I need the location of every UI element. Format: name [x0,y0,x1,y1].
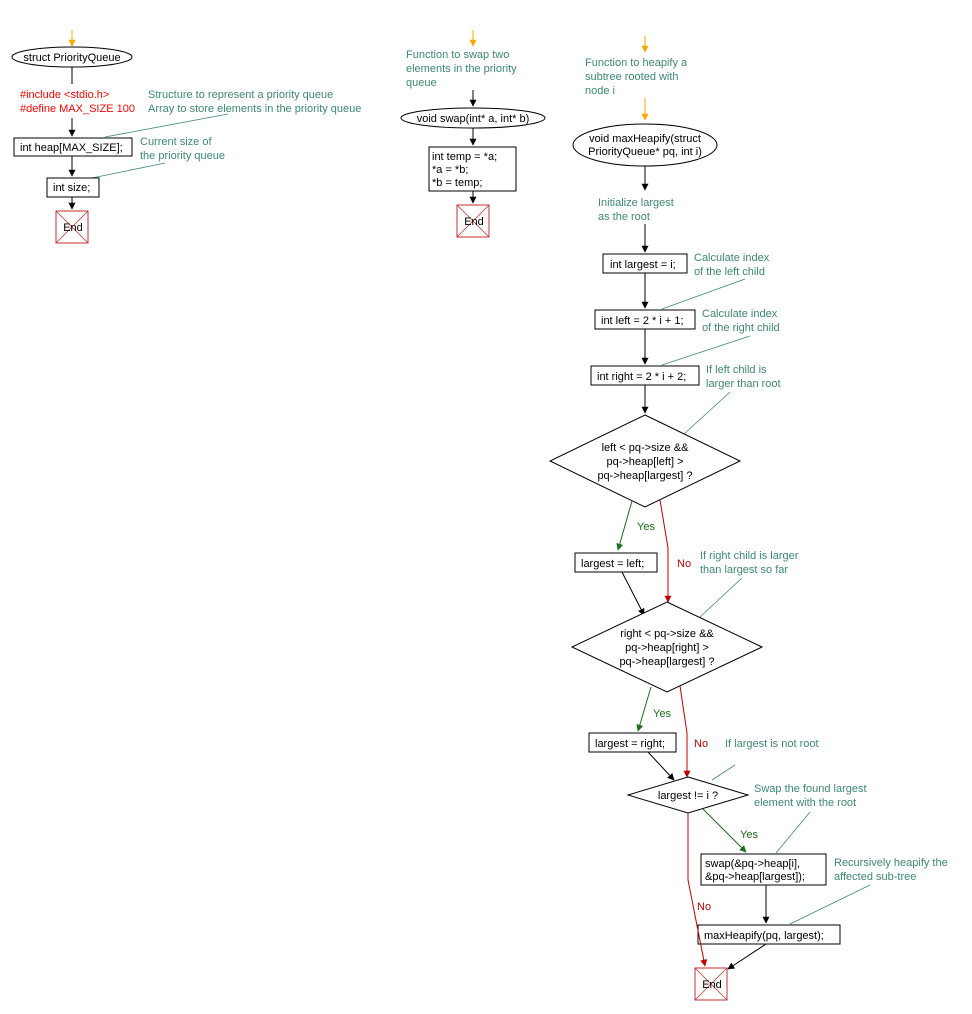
comment-largest-line-1: Initialize largest [598,197,674,209]
swap-comment-line-3: queue [406,77,437,89]
comment-cond1-line-2: larger than root [706,378,781,390]
swap-section: Function to swap two elements in the pri… [400,30,546,238]
heapify-section: Function to heapify a subtree rooted wit… [548,36,948,1001]
heap-declaration: int heap[MAX_SIZE]; [20,142,123,154]
comment-cond3: If largest is not root [725,738,819,750]
comment-swap-line-1: Swap the found largest [754,783,867,795]
swap-line-2: *a = *b; [432,164,468,176]
define-directive: #define MAX_SIZE 100 [20,103,135,115]
struct-start-label: struct PriorityQueue [23,52,120,64]
comment-right-line-1: Calculate index [702,308,778,320]
comment-struct-line-2: Array to store elements in the priority … [148,103,361,115]
swap-start-label: void swap(int* a, int* b) [417,113,530,125]
swap-call-line-1: swap(&pq->heap[i], [705,858,800,870]
largest-left: largest = left; [581,558,644,570]
heapify-start-label-line-2: PriorityQueue* pq, int i) [588,146,702,158]
recurse-call: maxHeapify(pq, largest); [704,930,824,942]
recurse-call-box [697,924,841,945]
largest-right: largest = right; [595,738,665,750]
swap-line-3: *b = temp; [432,177,482,189]
comment-cond2-line-2: than largest so far [700,564,788,576]
largest-right-box [588,732,677,753]
comment-recurse-line-2: affected sub-tree [834,871,916,883]
struct-section: struct PriorityQueue #include <stdio.h> … [11,30,361,244]
struct-end-label: End [63,222,83,234]
yes-label-2: Yes [653,708,671,720]
comment-size-line-1: Current size of [140,136,212,148]
comment-size-line-2: the priority queue [140,150,225,162]
swap-line-1: int temp = *a; [432,151,497,163]
no-label-1: No [677,558,691,570]
decision-right-child [570,601,764,693]
heapify-comment-line-1: Function to heapify a [585,57,688,69]
heap-declaration-box [13,137,133,157]
comment-swap-line-2: element with the root [754,797,856,809]
swap-call-box [700,853,827,886]
cond1-line-3: pq->heap[largest] ? [597,470,692,482]
comment-largest-line-2: as the root [598,211,650,223]
no-label-3: No [697,901,711,913]
comment-left-line-2: of the left child [694,266,765,278]
comment-left-line-1: Calculate index [694,252,770,264]
comment-right-line-2: of the right child [702,322,780,334]
comment-cond2-line-1: If right child is larger [700,550,799,562]
heapify-comment-line-3: node i [585,85,615,97]
heapify-end-label: End [702,979,722,991]
no-label-2: No [694,738,708,750]
cond2-line-1: right < pq->size && [620,628,714,640]
cond1-line-1: left < pq->size && [602,442,689,454]
swap-call-line-2: &pq->heap[largest]); [705,871,805,883]
cond2-line-3: pq->heap[largest] ? [619,656,714,668]
cond2-line-2: pq->heap[right] > [625,642,709,654]
comment-cond1-line-1: If left child is [706,364,767,376]
swap-end-label: End [464,216,484,228]
include-directive: #include <stdio.h> [20,89,109,101]
comment-struct-line-1: Structure to represent a priority queue [148,89,333,101]
swap-body-box [428,146,517,192]
swap-comment-line-1: Function to swap two [406,49,509,61]
yes-label-1: Yes [637,521,655,533]
comment-recurse-line-1: Recursively heapify the [834,857,948,869]
largest-init: int largest = i; [610,259,676,271]
heapify-start-terminator [572,123,718,167]
heapify-comment-line-2: subtree rooted with [585,71,679,83]
left-calc: int left = 2 * i + 1; [601,315,684,327]
cond1-line-2: pq->heap[left] > [606,456,683,468]
largest-left-box [574,552,658,573]
cond3: largest != i ? [658,790,718,802]
heapify-start-label-line-1: void maxHeapify(struct [589,133,701,145]
right-calc: int right = 2 * i + 2; [597,371,686,383]
swap-comment-line-2: elements in the priority [406,63,517,75]
size-declaration-box [46,177,100,198]
yes-label-3: Yes [740,829,758,841]
decision-left-child [548,414,742,508]
size-declaration: int size; [53,182,90,194]
